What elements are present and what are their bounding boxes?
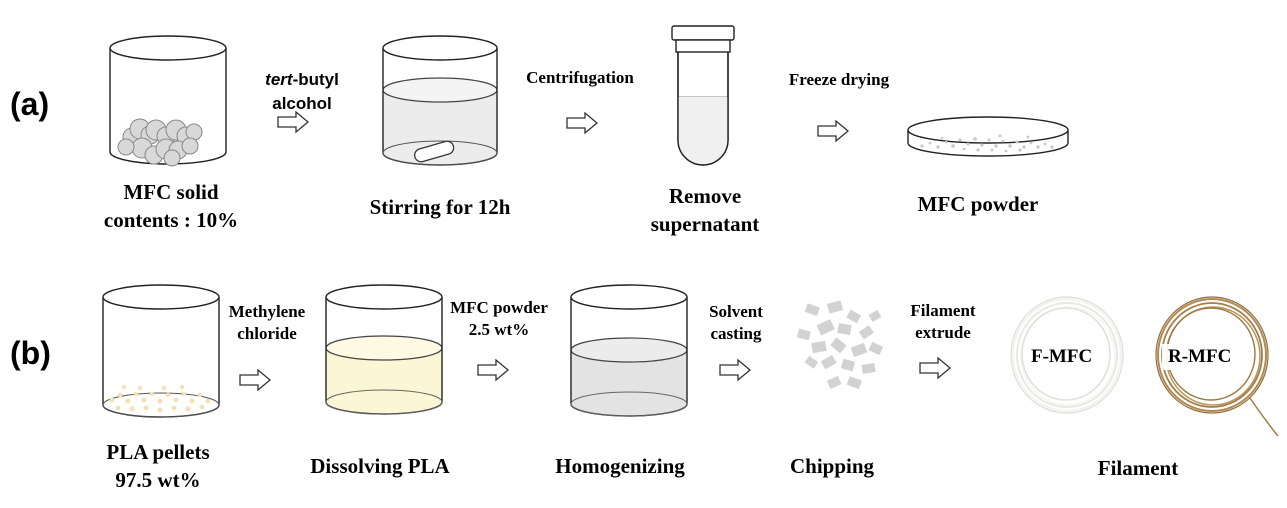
process-line: casting (710, 324, 762, 343)
mfc-cloud-icon (117, 118, 203, 167)
beaker-stirring (382, 35, 498, 166)
caption-line: contents : 10% (103, 208, 239, 232)
beaker-homogenizing (570, 284, 688, 417)
caption-stirring: Stirring for 12h (369, 195, 511, 219)
caption-homogenizing: Homogenizing (555, 454, 685, 478)
process-label-filament-extrude: Filament extrude (893, 300, 993, 344)
beaker-dissolving-pla (325, 284, 443, 415)
panel-label-a: (a) (10, 86, 50, 122)
process-line: 2.5 wt% (468, 320, 530, 339)
process-line: Solvent (709, 302, 763, 321)
panel-label-b: (b) (10, 335, 51, 371)
caption-filament: Filament (1097, 456, 1179, 480)
process-line: Filament (910, 301, 976, 320)
caption-mfc-solid: MFC solid contents : 10% (88, 178, 254, 234)
arrow-icon (719, 359, 751, 381)
photo-label-r-mfc: R-MFC (1162, 344, 1238, 370)
process-label-solvent-casting: Solvent casting (686, 301, 786, 345)
process-label-freeze-drying: Freeze drying (788, 70, 890, 89)
chips-icon (796, 300, 884, 390)
caption-pla-pellets: PLA pellets 97.5 wt% (66, 438, 250, 494)
petri-dish (907, 116, 1069, 157)
process-label-rest: -butyl (292, 70, 339, 89)
process-label-line2: alcohol (272, 94, 332, 113)
filament-coil-f (1010, 296, 1124, 414)
tube-cap-icon (671, 25, 735, 53)
caption-line: supernatant (650, 212, 760, 236)
arrow-icon (477, 359, 509, 381)
process-label-italic: tert (265, 70, 293, 89)
caption-line: Remove (668, 184, 742, 208)
process-label-mfc-powder: MFC powder 2.5 wt% (424, 297, 574, 341)
stir-bar-icon (414, 140, 455, 163)
arrow-icon (566, 112, 598, 134)
caption-line: 97.5 wt% (115, 468, 201, 492)
arrow-icon (239, 369, 271, 391)
test-tube (671, 25, 735, 166)
process-label-centrifugation: Centrifugation (526, 68, 634, 87)
powder-icon (920, 134, 1054, 153)
caption-mfc-powder: MFC powder (917, 192, 1039, 216)
process-line: chloride (237, 324, 297, 343)
process-label-tert-butyl: tert-butyl alcohol (262, 68, 342, 116)
caption-dissolving-pla: Dissolving PLA (310, 454, 450, 478)
caption-line: PLA pellets (106, 440, 210, 464)
arrow-icon (817, 120, 849, 142)
beaker-pla-pellets (102, 284, 220, 418)
caption-chipping: Chipping (789, 454, 875, 478)
beaker-mfc-solid (109, 35, 227, 167)
process-line: MFC powder (450, 298, 548, 317)
photo-label-f-mfc: F-MFC (1025, 344, 1099, 370)
pellet-icon (109, 384, 211, 413)
process-label-methylene-chloride: Methylene chloride (208, 301, 326, 345)
arrow-icon (919, 357, 951, 379)
process-line: extrude (915, 323, 971, 342)
caption-remove-supernatant: Remove supernatant (625, 182, 785, 238)
caption-line: MFC solid (123, 180, 219, 204)
process-line: Methylene (228, 302, 306, 321)
